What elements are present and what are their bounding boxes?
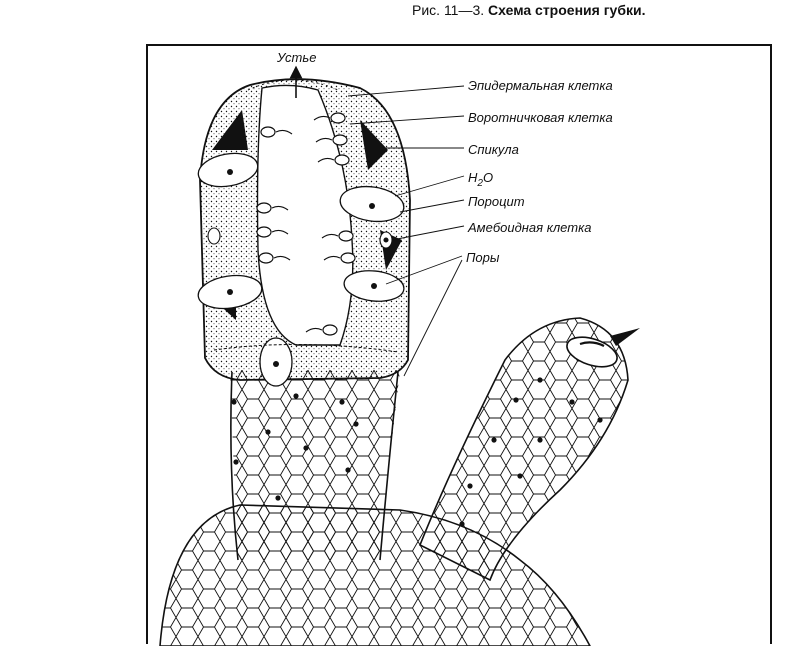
figure-caption: Рис. 11—3. Схема строения губки.	[412, 2, 645, 18]
label-water: H2O	[468, 170, 493, 189]
label-epidermal: Эпидермальная клетка	[468, 78, 613, 93]
label-water-sub: 2	[476, 178, 483, 189]
leader-epidermal	[347, 85, 465, 97]
osculum-marker: Устье	[276, 50, 316, 98]
label-porocyte: Пороцит	[468, 194, 525, 209]
label-amoeboid: Амебоидная клетка	[467, 220, 591, 235]
label-water-h: H	[468, 170, 478, 185]
label-water-o: O	[483, 170, 493, 185]
leader-pores-2	[403, 259, 463, 377]
figure-frame	[146, 44, 772, 644]
sponge-arm	[418, 317, 640, 582]
sponge-cutaway	[197, 78, 411, 387]
leader-water	[394, 175, 465, 197]
label-collar: Воротничковая клетка	[468, 110, 613, 125]
caption-title: Схема строения губки.	[488, 2, 646, 18]
leader-pores-1	[385, 255, 463, 285]
leader-lines	[347, 85, 465, 377]
label-pores: Поры	[466, 250, 500, 265]
caption-prefix: Рис. 11—3.	[412, 2, 485, 18]
label-spicule: Спикула	[468, 142, 519, 157]
leader-porocyte	[399, 199, 465, 213]
sponge-stalk	[230, 370, 400, 561]
label-osculum: Устье	[276, 50, 316, 65]
diagram-labels: Эпидермальная клетка Воротничковая клетк…	[466, 78, 613, 265]
leader-collar	[349, 115, 465, 125]
leader-amoeboid	[391, 225, 465, 241]
